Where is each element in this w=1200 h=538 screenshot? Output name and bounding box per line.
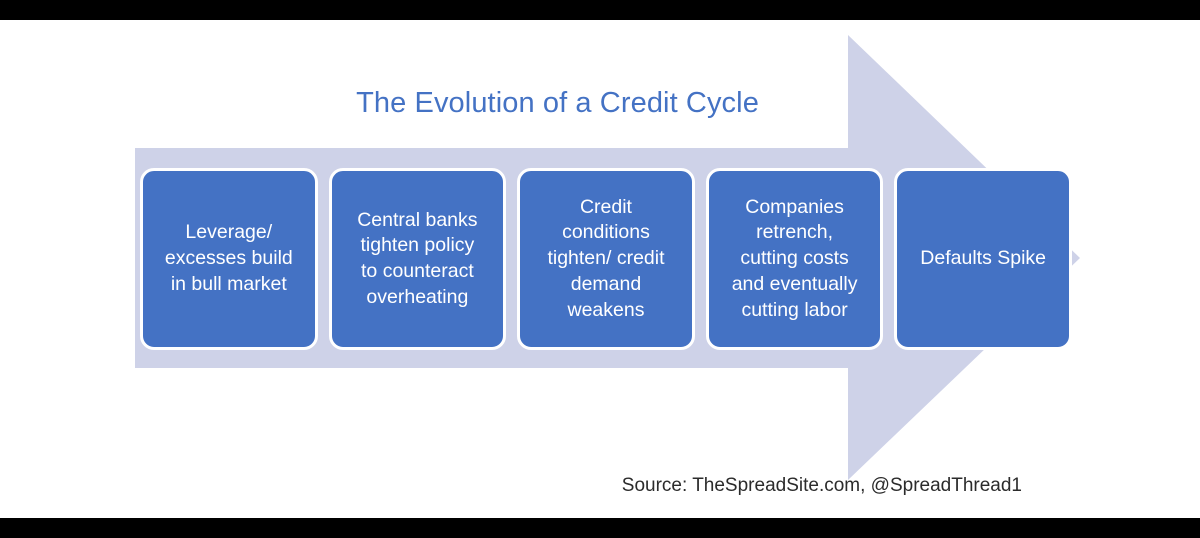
process-box-4[interactable]: Companies retrench, cutting costs and ev… [705,168,884,350]
letterbox-bar-bottom [0,518,1200,538]
process-box-5[interactable]: Defaults Spike [894,168,1072,350]
letterbox-bar-top [0,0,1200,20]
page-title: The Evolution of a Credit Cycle [356,87,759,119]
process-box-row: Leverage/ excesses build in bull market … [140,168,1072,350]
process-box-3[interactable]: Credit conditions tighten/ credit demand… [517,168,695,350]
process-box-1[interactable]: Leverage/ excesses build in bull market [140,168,318,350]
process-box-5-label: Defaults Spike [920,247,1047,270]
slide-canvas: The Evolution of a Credit Cycle Leverage… [0,20,1200,518]
process-box-2[interactable]: Central banks tighten policy to countera… [328,168,507,350]
process-box-4-label: Companies retrench, cutting costs and ev… [731,195,858,321]
process-box-3-label: Credit conditions tighten/ credit demand… [547,195,665,321]
source-attribution: Source: TheSpreadSite.com, @SpreadThread… [621,475,1022,496]
process-box-2-label: Central banks tighten policy to countera… [357,208,478,308]
process-box-1-label: Leverage/ excesses build in bull market [164,221,293,295]
